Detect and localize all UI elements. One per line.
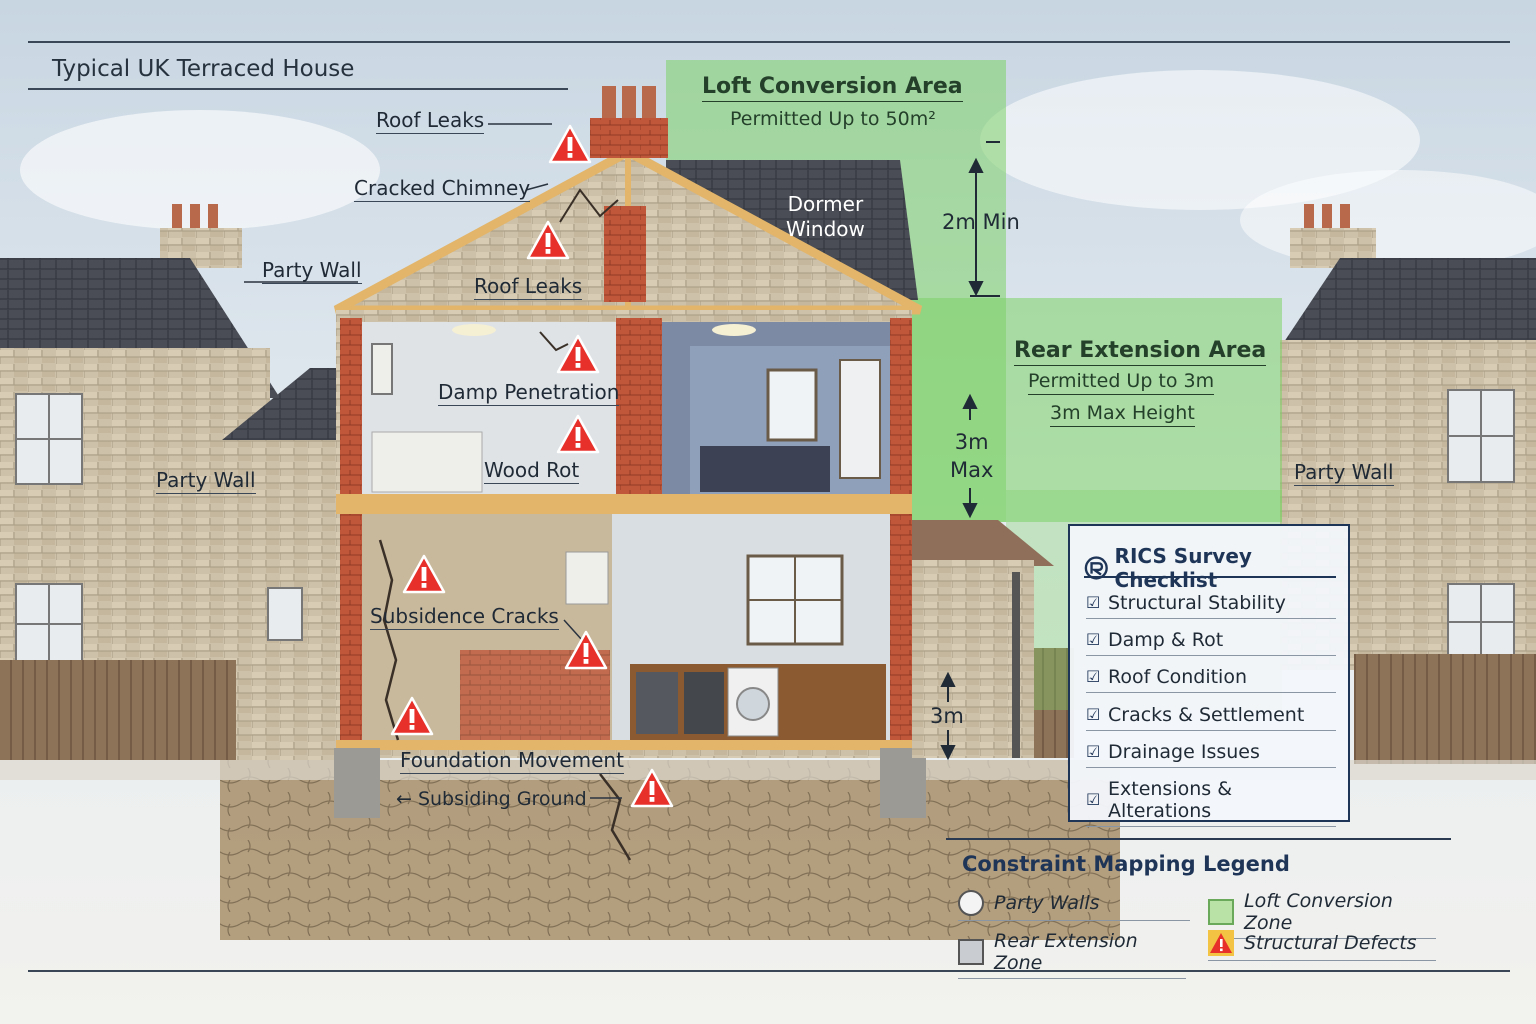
warning-icon	[390, 696, 434, 736]
label-subsiding-ground: ← Subsiding Ground	[396, 788, 587, 810]
warning-icon	[1208, 930, 1234, 956]
rics-logo-icon	[1084, 556, 1108, 580]
checklist-item: ☑ Roof Condition	[1086, 666, 1336, 693]
rear-zone-line2: 3m Max Height	[1050, 404, 1195, 427]
checkbox-checked-icon: ☑	[1086, 593, 1101, 612]
rear-depth-dimension: 3m	[930, 704, 964, 728]
legend-item-rear-zone: Rear Extension Zone	[958, 930, 1186, 979]
checklist-item-label: Structural Stability	[1108, 592, 1286, 614]
checkbox-checked-icon: ☑	[1086, 705, 1101, 724]
legend-title: Constraint Mapping Legend	[962, 852, 1290, 876]
legend-item-structural-defects: Structural Defects	[1208, 930, 1436, 961]
warning-icon	[548, 124, 592, 164]
warning-icon	[564, 630, 608, 670]
warning-icon	[556, 334, 600, 374]
checklist-item: ☑ Structural Stability	[1086, 592, 1336, 619]
constraint-legend: Constraint Mapping Legend Party Walls Lo…	[946, 838, 1451, 979]
rear-zone-line1: Permitted Up to 3m	[1028, 372, 1215, 395]
legend-label: Loft Conversion Zone	[1244, 890, 1393, 934]
warning-icon	[526, 220, 570, 260]
legend-label: Rear Extension Zone	[994, 930, 1138, 974]
label-roof-leaks-loft: Roof Leaks	[474, 274, 583, 300]
warning-icon	[630, 768, 674, 808]
dimension-arrows	[940, 141, 1000, 761]
checklist-item-label: Extensions & Alterations	[1108, 778, 1233, 822]
party-walls-swatch	[958, 890, 984, 916]
checkbox-checked-icon: ☑	[1086, 667, 1101, 686]
rear-extension-zone	[906, 298, 1282, 522]
main-house	[333, 86, 926, 861]
checklist-item-label: Roof Condition	[1108, 666, 1247, 688]
label-wood-rot: Wood Rot	[484, 458, 580, 484]
warning-icon	[556, 414, 600, 454]
legend-item-party-walls: Party Walls	[958, 890, 1190, 921]
checkbox-checked-icon: ☑	[1086, 790, 1101, 809]
legend-item-loft-zone: Loft Conversion Zone	[1208, 890, 1436, 939]
loft-height-dimension: 2m Min	[942, 210, 1020, 234]
neighbour-house-left	[0, 204, 280, 678]
label-party-wall-upper: Party Wall	[262, 258, 362, 284]
bottom-rule	[28, 970, 1510, 972]
checklist-item: ☑ Cracks & Settlement	[1086, 704, 1336, 731]
label-roof-leaks-top: Roof Leaks	[376, 108, 485, 134]
label-cracked-chimney: Cracked Chimney	[354, 176, 531, 202]
checklist-item-label: Drainage Issues	[1108, 741, 1260, 763]
title-rule	[28, 88, 568, 90]
checklist-header: RICS Survey Checklist	[1084, 544, 1348, 592]
checklist-item-label: Damp & Rot	[1108, 629, 1224, 651]
checkbox-checked-icon: ☑	[1086, 742, 1101, 761]
loft-zone-swatch	[1208, 899, 1234, 925]
label-foundation-movement: Foundation Movement	[400, 748, 624, 774]
rear-zone-title: Rear Extension Area	[1014, 340, 1267, 366]
page-title: Typical UK Terraced House	[52, 56, 355, 82]
checklist-item: ☑ Damp & Rot	[1086, 629, 1336, 656]
checklist-title-rule	[1084, 576, 1336, 578]
rear-zone-swatch	[958, 939, 984, 965]
top-rule	[28, 41, 1510, 43]
checklist-item: ☑ Extensions & Alterations	[1086, 778, 1336, 827]
label-dormer-window: Dormer Window	[786, 192, 865, 241]
legend-label: Structural Defects	[1244, 932, 1417, 954]
warning-icon	[402, 554, 446, 594]
rear-height-dimension: 3m Max	[950, 430, 994, 483]
legend-label: Party Walls	[994, 892, 1100, 914]
checklist-item: ☑ Drainage Issues	[1086, 741, 1336, 768]
label-party-wall-right: Party Wall	[1294, 460, 1394, 486]
label-subsidence-cracks: Subsidence Cracks	[370, 604, 559, 630]
loft-zone-title: Loft Conversion Area	[702, 76, 963, 102]
legend-top-rule	[946, 838, 1451, 840]
rics-survey-checklist: RICS Survey Checklist ☑ Structural Stabil…	[1068, 524, 1350, 827]
label-party-wall-left: Party Wall	[156, 468, 256, 494]
checklist-title: RICS Survey Checklist	[1114, 544, 1252, 592]
checkbox-checked-icon: ☑	[1086, 630, 1101, 649]
label-damp-penetration: Damp Penetration	[438, 380, 620, 406]
loft-zone-subtitle: Permitted Up to 50m²	[730, 108, 936, 130]
checklist-item-label: Cracks & Settlement	[1108, 704, 1305, 726]
